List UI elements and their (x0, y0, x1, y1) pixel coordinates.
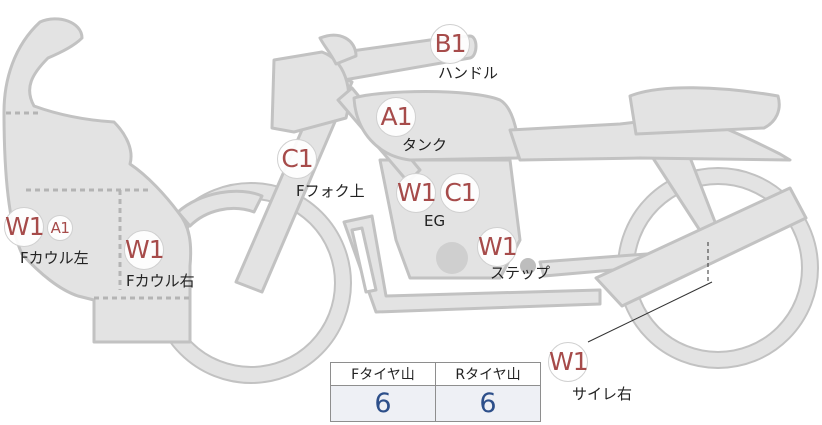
front-fender (176, 189, 264, 228)
muffler (594, 186, 808, 308)
fork-label: Fフォク上 (296, 182, 365, 200)
headlight (270, 50, 351, 134)
front-tread-header: Fタイヤ山 (330, 362, 436, 386)
side-cover-leader (587, 242, 713, 343)
eg-label: EG (424, 212, 446, 230)
side-cover-label: サイレ右 (572, 385, 633, 403)
cowl-left-a-badge[interactable]: A1 (47, 215, 73, 241)
tail (628, 86, 781, 136)
fork-badge[interactable]: C1 (277, 139, 317, 179)
side-cover-badge[interactable]: W1 (548, 342, 589, 382)
cowl-right-label: Fカウル右 (126, 272, 195, 290)
rear-tread-header: Rタイヤ山 (435, 362, 541, 386)
exhaust-pipe (342, 214, 602, 314)
rear-tread-value[interactable]: 6 (435, 385, 541, 422)
front-tread-value[interactable]: 6 (330, 385, 436, 422)
handle-badge[interactable]: B1 (430, 24, 470, 64)
step-badge[interactable]: W1 (477, 227, 518, 267)
cowl-left-label: Fカウル左 (20, 249, 89, 267)
front-cowl (2, 17, 193, 344)
cowl-right-badge[interactable]: W1 (124, 230, 165, 270)
tank-label: タンク (402, 136, 448, 154)
cowl-left-w-badge[interactable]: W1 (4, 207, 45, 247)
step-label: ステップ (490, 264, 551, 282)
engine-w-badge[interactable]: W1 (396, 173, 437, 213)
tank-badge[interactable]: A1 (376, 97, 416, 137)
tire-tread-table: Fタイヤ山 Rタイヤ山 6 6 (330, 362, 541, 422)
handle-label: ハンドル (438, 64, 499, 82)
engine-c-badge[interactable]: C1 (440, 173, 480, 213)
